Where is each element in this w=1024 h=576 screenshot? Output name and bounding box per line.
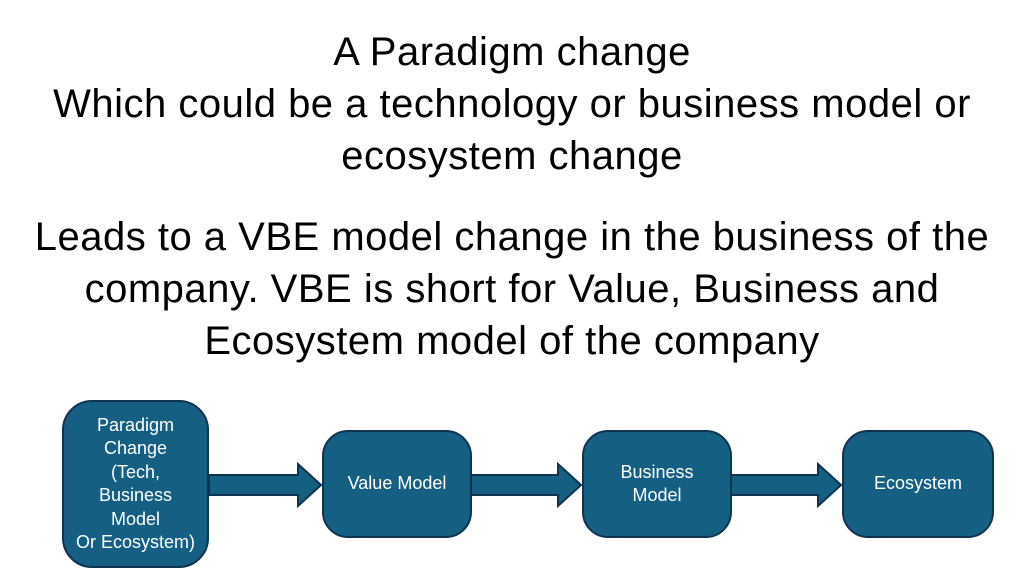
title-line: A Paradigm change (333, 30, 691, 74)
node-value-model: Value Model (322, 430, 472, 538)
title-line: Which could be a technology or business … (53, 82, 971, 126)
slide-title: A Paradigm change Which could be a techn… (0, 26, 1024, 182)
title-line: ecosystem change (341, 134, 683, 178)
node-label: Ecosystem (873, 473, 963, 494)
connector-arrow-icon (208, 462, 322, 508)
node-paradigm-change: Paradigm Change (Tech, Business Model Or… (62, 400, 209, 568)
node-ecosystem: Ecosystem (842, 430, 994, 538)
body-line: Leads to a VBE model change in the busin… (34, 215, 990, 259)
slide-body-text: Leads to a VBE model change in the busin… (0, 211, 1024, 367)
connector-arrow-icon (468, 462, 582, 508)
body-line: company. VBE is short for Value, Busines… (84, 267, 940, 311)
node-label: Paradigm Change (Tech, Business Model Or… (75, 414, 195, 553)
node-label: Value Model (347, 473, 447, 494)
body-line: Ecosystem model of the company (204, 319, 820, 363)
node-business-model: Business Model (582, 430, 732, 538)
connector-arrow-icon (728, 462, 842, 508)
node-label: Business Model (620, 461, 694, 506)
